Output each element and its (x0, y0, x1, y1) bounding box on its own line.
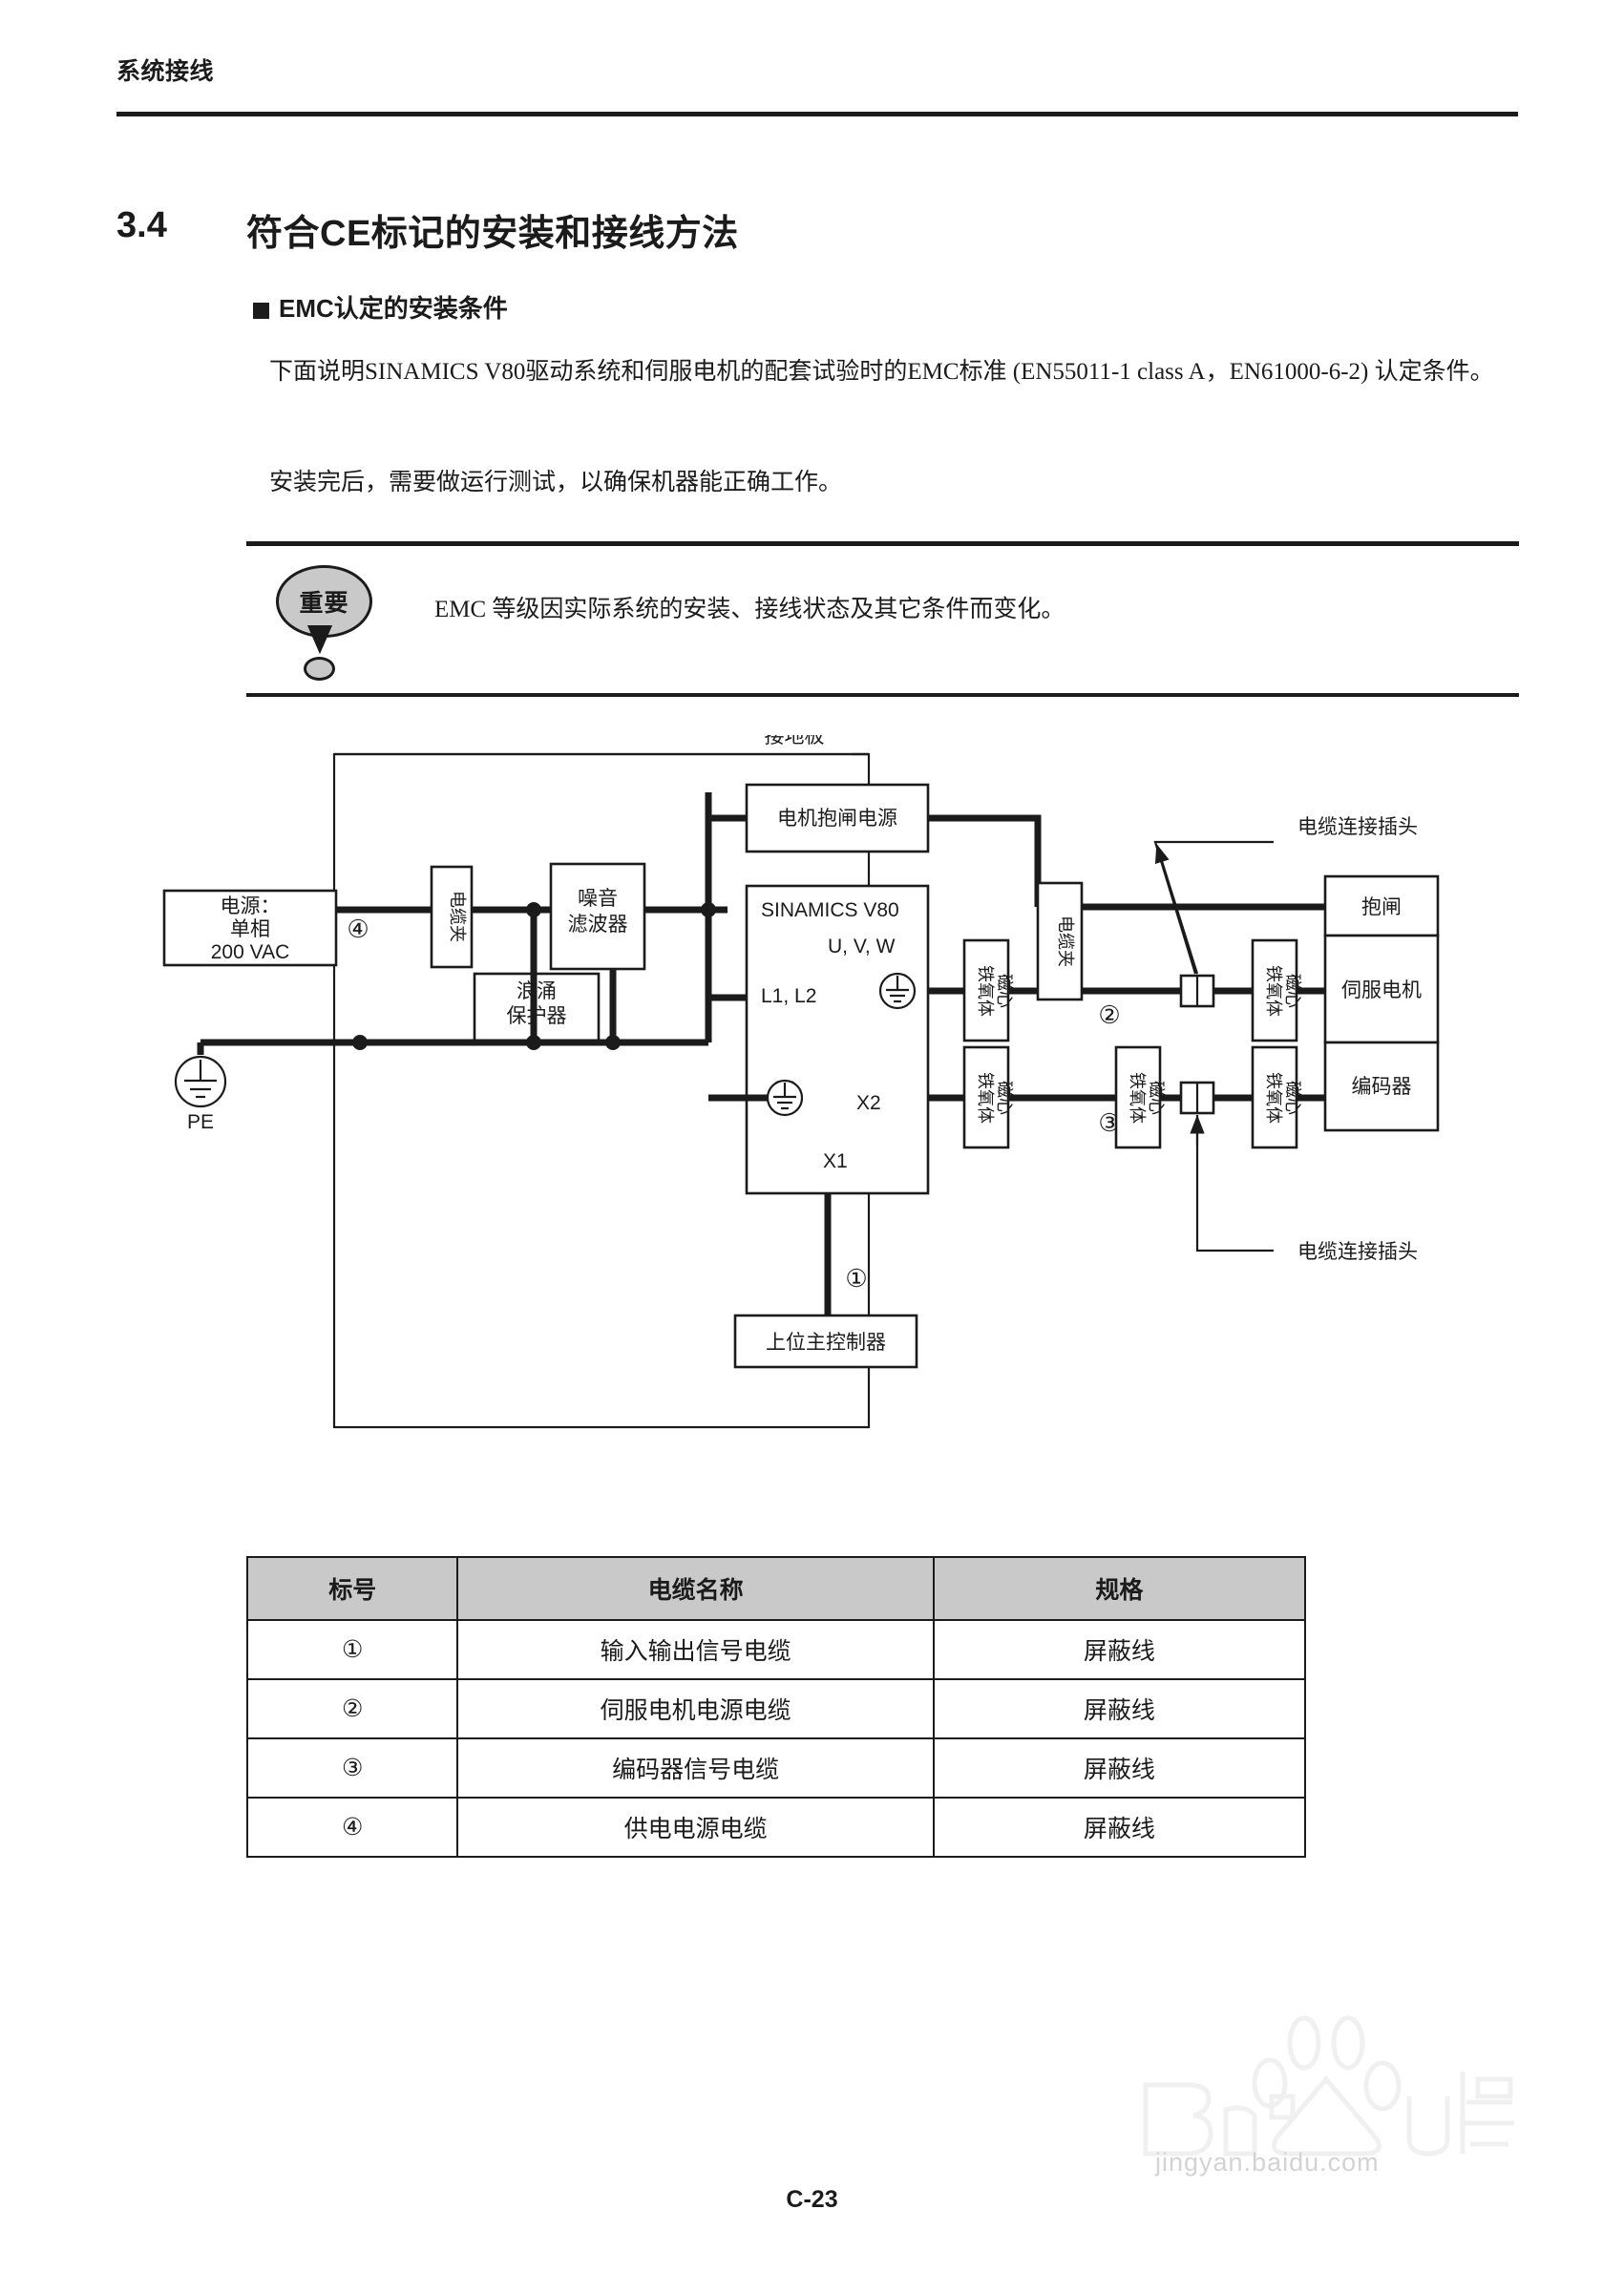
cell-spec: 屏蔽线 (932, 1797, 1307, 1858)
drive-box (745, 884, 930, 1195)
ferrite-core-3-line2: 磁心 (995, 1081, 1014, 1115)
cable-spec-table: 标号 电缆名称 规格 ① 输入输出信号电缆 屏蔽线 ② 伺服电机电源电缆 屏蔽线… (245, 1556, 1307, 1858)
ferrite-core-5-line2: 磁心 (1283, 1081, 1302, 1115)
cable-clamp-right-box (1036, 881, 1084, 1001)
drive-uvw-label: U, V, W (828, 936, 896, 958)
motor-brake-power-label: 电机抱闸电源 (777, 807, 897, 830)
power-source-line2: 单相 (230, 917, 270, 940)
cell-name: 输入输出信号电缆 (456, 1619, 935, 1680)
important-badge-label: 重要 (299, 590, 349, 617)
drive-name-label: SINAMICS V80 (761, 899, 899, 921)
power-source-line3: 200 VAC (211, 941, 290, 963)
encoder-box (1323, 1041, 1440, 1132)
cell-spec: 屏蔽线 (932, 1678, 1307, 1739)
speech-bubble-tail-icon (307, 625, 332, 654)
ferrite-core-2-line2: 磁心 (1283, 974, 1302, 1008)
cell-mark: ② (245, 1678, 459, 1739)
note-text: EMC 等级因实际系统的安装、接线状态及其它条件而变化。 (434, 597, 1065, 622)
ferrite-core-3-line1: 铁氧体 (976, 1072, 995, 1124)
col-header-mark: 标号 (245, 1556, 459, 1621)
paragraph-run-test: 安装完后，需要做运行测试，以确保机器能正确工作。 (269, 470, 843, 495)
paragraph-emc-standards: 下面说明SINAMICS V80驱动系统和伺服电机的配套试验时的EMC标准 (E… (269, 359, 1494, 385)
note-bottom-rule (246, 693, 1519, 697)
table-row: ③ 编码器信号电缆 屏蔽线 (245, 1737, 1307, 1799)
host-controller-label: 上位主控制器 (766, 1331, 886, 1354)
running-head: 系统接线 (116, 58, 215, 85)
connector-callout-bottom: 电缆连接插头 (1297, 1240, 1418, 1263)
drive-l1l2-label: L1, L2 (761, 985, 816, 1007)
drive-x2-label: X2 (856, 1092, 881, 1114)
cell-name: 编码器信号电缆 (456, 1737, 935, 1799)
cable-clamp-left-box (430, 865, 474, 969)
servo-motor-label: 伺服电机 (1341, 979, 1422, 1001)
power-source-box (162, 889, 338, 967)
cell-mark: ④ (245, 1797, 459, 1858)
marker-2: ② (1098, 1001, 1120, 1029)
ground-plate-label: 接地板 (765, 735, 825, 747)
cell-mark: ① (245, 1619, 459, 1680)
watermark-url: jingyan.baidu.com (1155, 2148, 1380, 2177)
host-controller-box (733, 1314, 918, 1369)
subsection-title: EMC认定的安装条件 (279, 294, 508, 323)
marker-4: ④ (347, 916, 369, 943)
ferrite-core-box-4 (1114, 1045, 1162, 1149)
baidu-watermark-logo (1143, 2015, 1514, 2157)
speech-bubble-dot-icon (304, 657, 335, 681)
emc-wiring-diagram: .bx{fill:#fff;stroke:#1b1b1b;stroke-widt… (162, 735, 1440, 1429)
square-bullet-icon (253, 303, 269, 319)
cell-spec: 屏蔽线 (932, 1619, 1307, 1680)
brake-label: 抱闸 (1361, 895, 1402, 918)
table-row: ① 输入输出信号电缆 屏蔽线 (245, 1619, 1307, 1680)
connector-callout-top: 电缆连接插头 (1297, 815, 1418, 838)
cable-clamp-left-label: 电缆夹 (448, 891, 467, 942)
noise-filter-line2: 滤波器 (568, 913, 628, 936)
brake-box (1323, 874, 1440, 937)
cable-clamp-right-label: 电缆夹 (1056, 916, 1075, 967)
power-source-line1: 电源： (221, 894, 281, 917)
ferrite-core-1-line1: 铁氧体 (976, 965, 995, 1017)
ferrite-core-box-2 (1251, 938, 1298, 1042)
table-row: ② 伺服电机电源电缆 屏蔽线 (245, 1678, 1307, 1739)
ferrite-core-2-line1: 铁氧体 (1264, 965, 1283, 1017)
section-title: 符合CE标记的安装和接线方法 (246, 214, 739, 254)
servo-motor-box (1323, 934, 1440, 1044)
pe-label: PE (187, 1111, 214, 1133)
marker-1: ① (845, 1265, 867, 1293)
ferrite-core-1-line2: 磁心 (995, 974, 1014, 1008)
noise-filter-line1: 噪音 (578, 887, 618, 910)
ferrite-core-4-line2: 磁心 (1147, 1081, 1166, 1115)
cell-spec: 屏蔽线 (932, 1737, 1307, 1799)
cell-name: 供电电源电缆 (456, 1797, 935, 1858)
ferrite-core-4-line1: 铁氧体 (1128, 1072, 1147, 1124)
encoder-label: 编码器 (1352, 1075, 1412, 1098)
noise-filter-box (549, 862, 646, 971)
col-header-name: 电缆名称 (456, 1556, 935, 1621)
table-header-row: 标号 电缆名称 规格 (245, 1556, 1307, 1621)
header-rule (116, 112, 1518, 116)
drive-x1-label: X1 (823, 1150, 848, 1172)
cell-name: 伺服电机电源电缆 (456, 1678, 935, 1739)
section-number: 3.4 (116, 205, 167, 245)
col-header-spec: 规格 (932, 1556, 1307, 1621)
page-number: C-23 (786, 2186, 838, 2213)
table-row: ④ 供电电源电缆 屏蔽线 (245, 1797, 1307, 1858)
ferrite-core-5-line1: 铁氧体 (1264, 1072, 1283, 1124)
note-top-rule (246, 541, 1519, 546)
cell-mark: ③ (245, 1737, 459, 1799)
